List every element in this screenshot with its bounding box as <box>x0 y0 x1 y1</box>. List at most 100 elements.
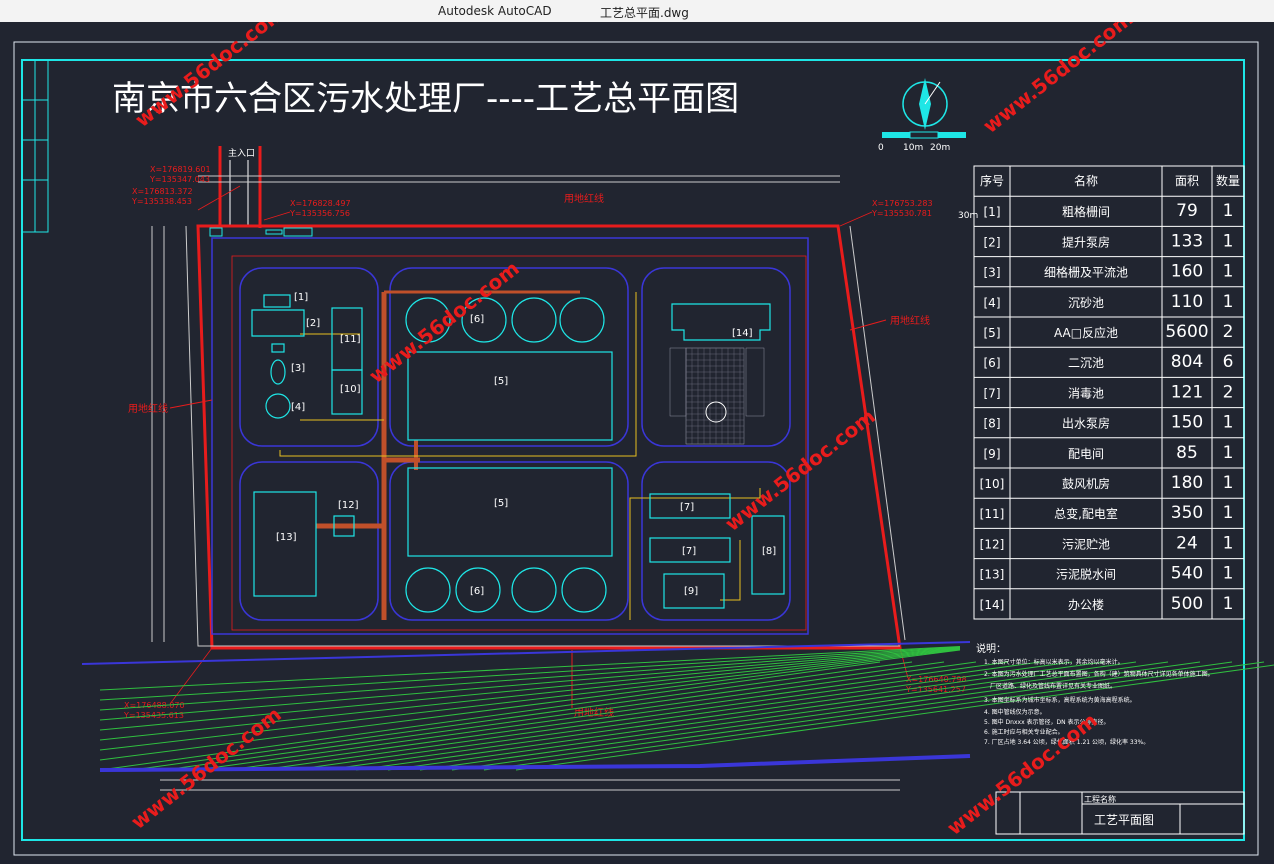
outer-frame <box>13 41 1259 856</box>
table-cell: 总变,配电室 <box>1054 506 1118 521</box>
app-titlebar: Autodesk AutoCAD 工艺总平面.dwg <box>0 0 1274 22</box>
table-cell: [4] <box>984 296 1001 310</box>
table-cell: 1 <box>1223 262 1234 282</box>
table-cell: [8] <box>984 417 1001 431</box>
svg-text:[5]: [5] <box>494 376 508 387</box>
table-cell: 6 <box>1223 352 1234 372</box>
svg-text:[4]: [4] <box>291 402 305 413</box>
table-cell: 1 <box>1223 413 1234 433</box>
table-cell: 2 <box>1223 382 1234 402</box>
svg-text:www.56doc.com: www.56doc.com <box>978 22 1137 138</box>
table-cell: 540 <box>1171 564 1203 584</box>
table-cell: 1 <box>1223 594 1234 614</box>
table-cell: [2] <box>984 235 1001 249</box>
svg-text:X=176753.283: X=176753.283 <box>872 199 933 208</box>
table-cell: AA□反应池 <box>1054 325 1118 340</box>
notes-title: 说明： <box>976 642 1006 655</box>
svg-text:[2]: [2] <box>306 318 320 329</box>
svg-text:2. 本图为污水处理厂工艺总平面布置图，各构（建）筑物具体尺: 2. 本图为污水处理厂工艺总平面布置图，各构（建）筑物具体尺寸详见各单体施工图。 <box>984 670 1214 678</box>
svg-text:[9]: [9] <box>684 586 698 597</box>
table-cell: [5] <box>984 326 1001 340</box>
table-cell: 2 <box>1223 322 1234 342</box>
table-cell: 160 <box>1171 262 1203 282</box>
table-cell: [13] <box>980 568 1005 582</box>
table-cell: [6] <box>984 356 1001 370</box>
north-arrow-icon <box>899 78 951 130</box>
structure-labels: [1] [2] [3] [4] [5] [5] [6] [6] [7] [7] … <box>276 292 776 597</box>
table-cell: 1 <box>1223 503 1234 523</box>
svg-text:Y=135338.453: Y=135338.453 <box>131 197 192 206</box>
site-boundary <box>196 224 902 650</box>
svg-text:www.56doc.com: www.56doc.com <box>720 404 879 536</box>
svg-text:[1]: [1] <box>294 292 308 303</box>
svg-text:[11]: [11] <box>340 334 361 345</box>
svg-text:1. 本图尺寸单位：标高以米表示，其余均以毫米计。: 1. 本图尺寸单位：标高以米表示，其余均以毫米计。 <box>984 658 1124 666</box>
table-cell: 150 <box>1171 413 1203 433</box>
table-cell: 污泥脱水间 <box>1056 567 1116 582</box>
table-cell: 提升泵房 <box>1062 234 1110 249</box>
table-cell: [11] <box>980 507 1005 521</box>
svg-text:[10]: [10] <box>340 384 361 395</box>
svg-text:厂区道路、绿化及管线布置详见有关专业图纸。: 厂区道路、绿化及管线布置详见有关专业图纸。 <box>990 682 1116 690</box>
svg-text:Y=135356.756: Y=135356.756 <box>289 209 350 218</box>
table-cell: [12] <box>980 537 1005 551</box>
table-cell: [3] <box>984 266 1001 280</box>
table-cell: 121 <box>1171 382 1203 402</box>
svg-text:X=176488.070: X=176488.070 <box>124 701 185 710</box>
table-cell: 二沉池 <box>1068 356 1104 370</box>
svg-text:X=176819.601: X=176819.601 <box>150 165 211 174</box>
table-cell: [9] <box>984 447 1001 461</box>
svg-text:[7]: [7] <box>680 502 694 513</box>
svg-text:4. 图中管线仅为示意。: 4. 图中管线仅为示意。 <box>984 708 1046 716</box>
svg-text:7. 厂区占地 3.64 公顷，绿化面积 1.21 公顷，绿: 7. 厂区占地 3.64 公顷，绿化面积 1.21 公顷，绿化率 33%。 <box>984 738 1149 746</box>
table-cell: 办公楼 <box>1068 597 1104 612</box>
table-cell: [1] <box>984 205 1001 219</box>
table-cell: [7] <box>984 386 1001 400</box>
table-cell: [10] <box>980 477 1005 491</box>
svg-text:[14]: [14] <box>732 328 753 339</box>
svg-text:[6]: [6] <box>470 314 484 325</box>
table-cell: 出水泵房 <box>1062 416 1110 431</box>
table-cell: 110 <box>1171 292 1203 312</box>
river-hatch <box>99 646 1274 771</box>
svg-text:[13]: [13] <box>276 532 297 543</box>
office-grid <box>685 347 744 445</box>
table-cell: 133 <box>1171 231 1203 251</box>
boundary-label-left: 用地红线 <box>128 402 168 415</box>
svg-text:Y=135530.781: Y=135530.781 <box>871 209 932 218</box>
table-cell: [14] <box>980 598 1005 612</box>
table-cell: 配电间 <box>1068 447 1104 461</box>
table-cell: 804 <box>1171 352 1203 372</box>
table-cell: 消毒池 <box>1068 386 1104 400</box>
table-cell: 79 <box>1176 201 1198 221</box>
table-cell: 1 <box>1223 443 1234 463</box>
table-cell: 1 <box>1223 564 1234 584</box>
drawing-title: 南京市六合区污水处理厂----工艺总平面图 <box>112 79 739 119</box>
svg-text:www.56doc.com: www.56doc.com <box>942 708 1101 840</box>
svg-text:X=176813.372: X=176813.372 <box>132 187 193 196</box>
table-cell: 1 <box>1223 292 1234 312</box>
table-cell: 鼓风机房 <box>1062 476 1110 491</box>
table-header-cell: 面积 <box>1175 174 1199 188</box>
table-cell: 1 <box>1223 533 1234 553</box>
table-cell: 1 <box>1223 201 1234 221</box>
table-cell: 85 <box>1176 443 1198 463</box>
table-cell: 24 <box>1176 533 1198 553</box>
svg-text:X=176828.497: X=176828.497 <box>290 199 351 208</box>
file-name[interactable]: 工艺总平面.dwg <box>600 6 689 20</box>
app-name: Autodesk AutoCAD <box>438 4 552 18</box>
svg-text:[5]: [5] <box>494 498 508 509</box>
svg-text:[8]: [8] <box>762 546 776 557</box>
scale-label-1: 10m <box>903 143 923 153</box>
table-header-cell: 序号 <box>980 173 1004 188</box>
table-header-cell: 名称 <box>1074 173 1098 188</box>
svg-text:X=176640.798: X=176640.798 <box>906 675 967 684</box>
svg-text:www.56doc.com: www.56doc.com <box>364 256 523 388</box>
dim-30m: 30m <box>958 211 978 221</box>
svg-text:3. 本图坐标系为城市坐标系，高程系统为黄海高程系统。: 3. 本图坐标系为城市坐标系，高程系统为黄海高程系统。 <box>984 696 1136 704</box>
svg-text:[3]: [3] <box>291 363 305 374</box>
notes-list: 1. 本图尺寸单位：标高以米表示，其余均以毫米计。 2. 本图为污水处理厂工艺总… <box>984 658 1214 746</box>
